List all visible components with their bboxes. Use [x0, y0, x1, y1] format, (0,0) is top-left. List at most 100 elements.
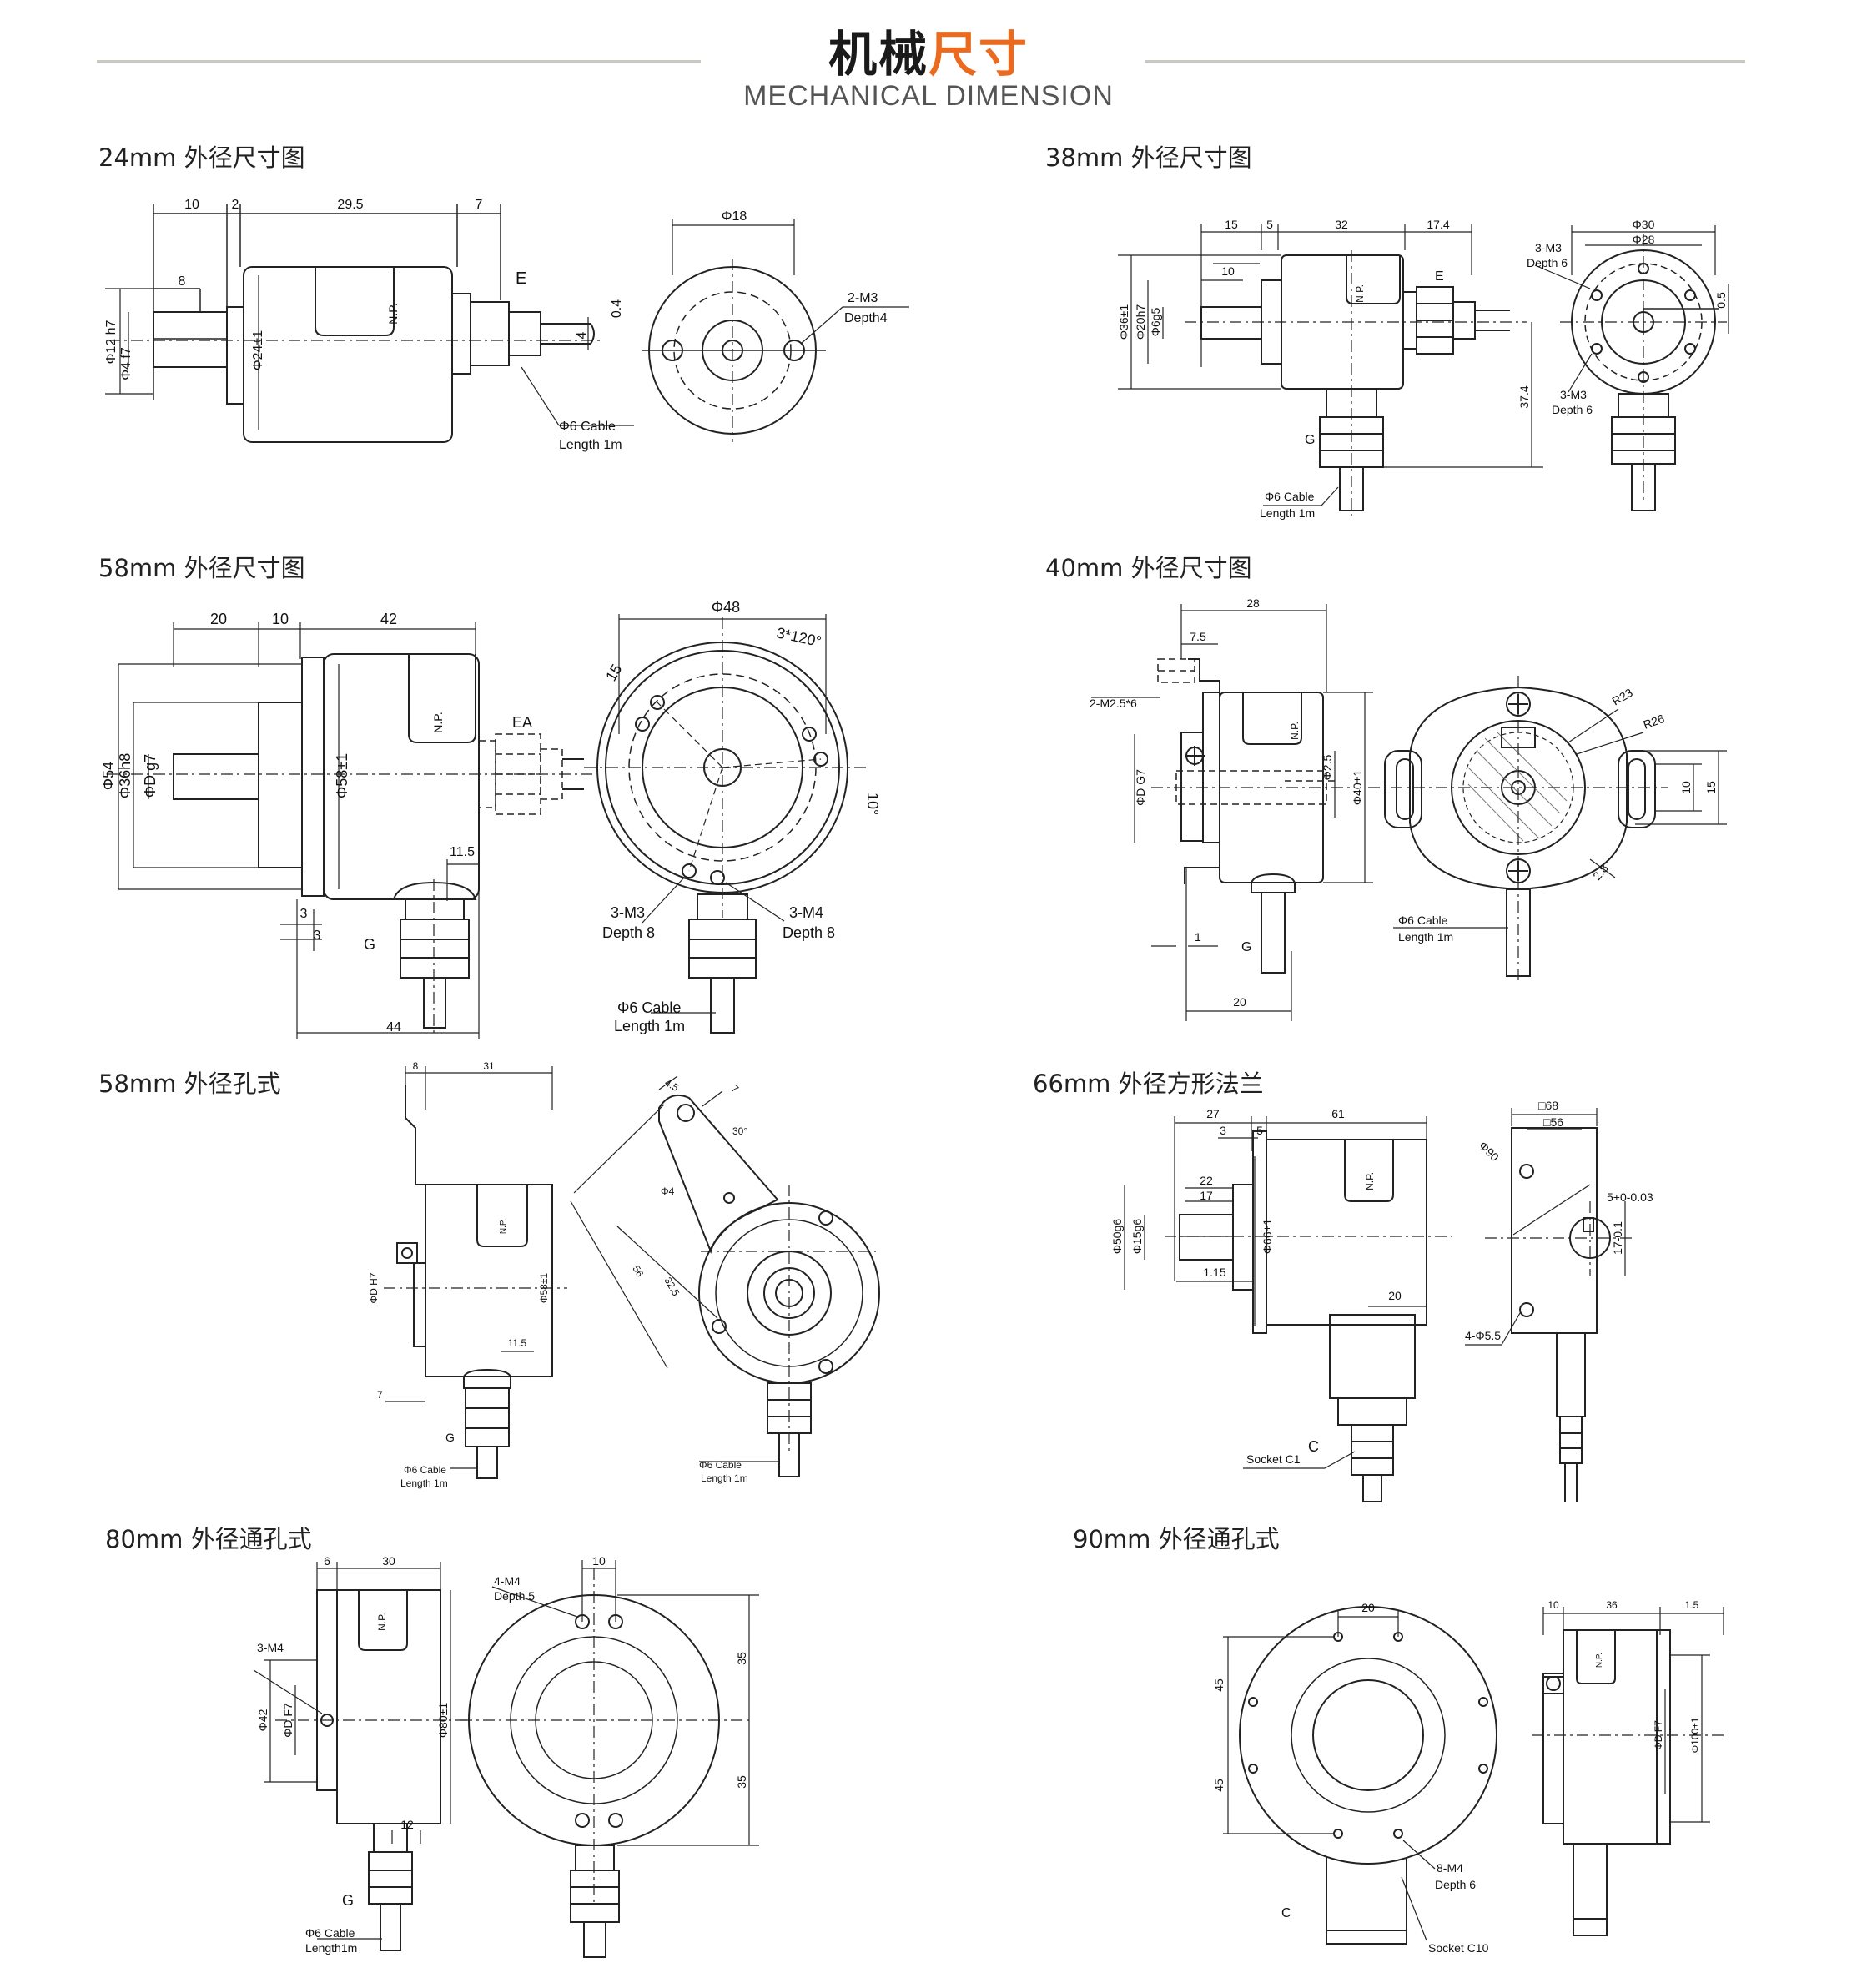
- label-40-np: N.P.: [1289, 722, 1301, 740]
- label-90-m4: 8-M4: [1437, 1861, 1463, 1875]
- drawing-38mm-side: [1118, 224, 1543, 517]
- drawing-24mm-side: [105, 204, 634, 443]
- label-38-dep6b: Depth 6: [1552, 403, 1593, 416]
- dim-40-28b: 2.8: [1590, 862, 1611, 883]
- dim-66-17: 17: [1200, 1189, 1213, 1202]
- dim-66-sq56: □56: [1543, 1115, 1563, 1129]
- label-38-E: E: [1435, 269, 1444, 284]
- dim-40-75: 7.5: [1190, 630, 1206, 643]
- label-24-m3: 2-M3: [848, 291, 878, 305]
- dim-58h-56: 56: [630, 1264, 646, 1280]
- dim-58-42: 42: [380, 611, 397, 627]
- dim-58h-325: 32.5: [662, 1276, 682, 1299]
- header-rule-left: [97, 60, 701, 63]
- label-58h-G: G: [445, 1431, 455, 1444]
- dim-58h-115: 11.5: [508, 1337, 527, 1349]
- dim-66-5: 5: [1256, 1124, 1263, 1137]
- label-38-length: Length 1m: [1260, 506, 1315, 520]
- dim-58-body3: Φ58±1: [334, 753, 350, 798]
- dim-58-body2: Φ36h8: [117, 753, 133, 798]
- drawing-40mm-front: [1368, 676, 1727, 984]
- dim-58h-45: 4.5: [663, 1076, 682, 1094]
- dim-80-35a: 35: [735, 1652, 748, 1665]
- label-38-dep6a: Depth 6: [1527, 256, 1568, 269]
- label-66-holes: 4-Φ5.5: [1465, 1329, 1501, 1342]
- label-66-socket: Socket C1: [1246, 1452, 1301, 1466]
- dim-38-d28: Φ28: [1633, 233, 1655, 246]
- title-accent: 尺寸: [929, 26, 1029, 83]
- label-58h-angle: 30°: [732, 1125, 747, 1137]
- label-58-m4: 3-M4: [789, 904, 823, 921]
- dim-66-27: 27: [1206, 1107, 1220, 1120]
- section-label-90mm: 90mm 外径通孔式: [1073, 1525, 1280, 1553]
- dim-90-body: Φ100±1: [1689, 1717, 1701, 1753]
- dim-66-22: 22: [1200, 1174, 1213, 1187]
- dim-66-body3: Φ66±1: [1261, 1219, 1274, 1254]
- dim-66-body1: Φ50g6: [1110, 1219, 1124, 1255]
- drawing-80mm-side: [253, 1562, 467, 1951]
- dim-90-36: 36: [1606, 1599, 1618, 1611]
- label-90-dep6: Depth 6: [1435, 1878, 1476, 1891]
- dim-80-12: 12: [400, 1818, 414, 1831]
- label-80-m4b: 4-M4: [494, 1574, 521, 1588]
- label-66-C: C: [1308, 1438, 1319, 1455]
- drawing-58mm-hollow-side: [384, 1066, 567, 1479]
- dim-38-05: 0.5: [1714, 292, 1728, 309]
- label-80-np: N.P.: [376, 1613, 388, 1631]
- dim-80-35b: 35: [735, 1775, 748, 1789]
- dim-24-shaft1: Φ12 h7: [104, 320, 118, 365]
- dim-66-20: 20: [1388, 1289, 1402, 1302]
- dim-24-04: 0.4: [610, 299, 624, 318]
- dim-24-295: 29.5: [337, 198, 363, 212]
- dim-66-3: 3: [1220, 1124, 1226, 1137]
- dim-24-shaft2: Φ4 f7: [119, 347, 133, 380]
- dim-80-6: 6: [324, 1554, 330, 1568]
- dim-58h-7: 7: [377, 1389, 383, 1401]
- dim-24-8: 8: [179, 274, 186, 289]
- dim-40-shaft: ΦD G7: [1134, 769, 1147, 806]
- dim-66-key: 5+0-0.03: [1607, 1190, 1653, 1204]
- dim-58-44: 44: [386, 1020, 401, 1034]
- label-58-dep8a: Depth 8: [602, 924, 655, 941]
- dim-90-10: 10: [1548, 1599, 1559, 1611]
- dim-24-10: 10: [184, 198, 199, 212]
- dim-58-115: 11.5: [450, 845, 475, 859]
- label-58-m3: 3-M3: [611, 904, 645, 921]
- drawing-58mm-side: [108, 622, 592, 1039]
- dim-80-body: Φ80±1: [436, 1703, 450, 1738]
- drawing-38mm-front: [1534, 225, 1729, 511]
- label-38-np: N.P.: [1354, 284, 1366, 303]
- drawing-90mm-front: [1223, 1606, 1497, 1945]
- drawing-58mm-front: [584, 614, 868, 1034]
- label-80-dep5: Depth 5: [494, 1589, 535, 1603]
- label-66-np: N.P.: [1364, 1172, 1376, 1190]
- dim-24-7: 7: [476, 198, 483, 212]
- dim-58-shaft: ΦD g7: [142, 754, 159, 798]
- dim-58h-d4: Φ4: [661, 1185, 675, 1197]
- dim-66-115: 1.15: [1203, 1266, 1225, 1279]
- dim-38-body: Φ36±1: [1117, 304, 1130, 340]
- dim-38-174: 17.4: [1427, 218, 1449, 231]
- dim-90-15: 1.5: [1685, 1599, 1699, 1611]
- dim-38-flange: Φ20h7: [1134, 304, 1147, 340]
- label-90-np: N.P.: [1595, 1653, 1604, 1668]
- header-rule-right: [1145, 60, 1745, 63]
- label-58-EA: EA: [512, 714, 532, 731]
- dim-58h-8: 8: [413, 1060, 419, 1072]
- dim-58-10: 10: [272, 611, 289, 627]
- dim-24-2: 2: [232, 198, 239, 212]
- dim-38-10: 10: [1221, 264, 1235, 278]
- dim-38-shaft: Φ6g5: [1149, 308, 1162, 337]
- dim-40-d25: Φ2.5: [1321, 754, 1334, 780]
- dim-58h-shaft: ΦD H7: [368, 1272, 380, 1303]
- dim-66-body2: Φ15g6: [1130, 1219, 1144, 1255]
- label-58h-length: Length 1m: [400, 1477, 448, 1489]
- drawing-90mm-side: [1532, 1607, 1727, 1936]
- dim-66-d90: Φ90: [1477, 1139, 1502, 1164]
- label-80-m4: 3-M4: [257, 1641, 284, 1654]
- dim-58h-body: Φ58±1: [538, 1273, 550, 1304]
- page-subtitle: MECHANICAL DIMENSION: [743, 80, 1114, 112]
- dim-90-45a: 45: [1212, 1678, 1225, 1692]
- dim-66-sq68: □68: [1538, 1099, 1558, 1112]
- dim-40-1: 1: [1195, 930, 1201, 944]
